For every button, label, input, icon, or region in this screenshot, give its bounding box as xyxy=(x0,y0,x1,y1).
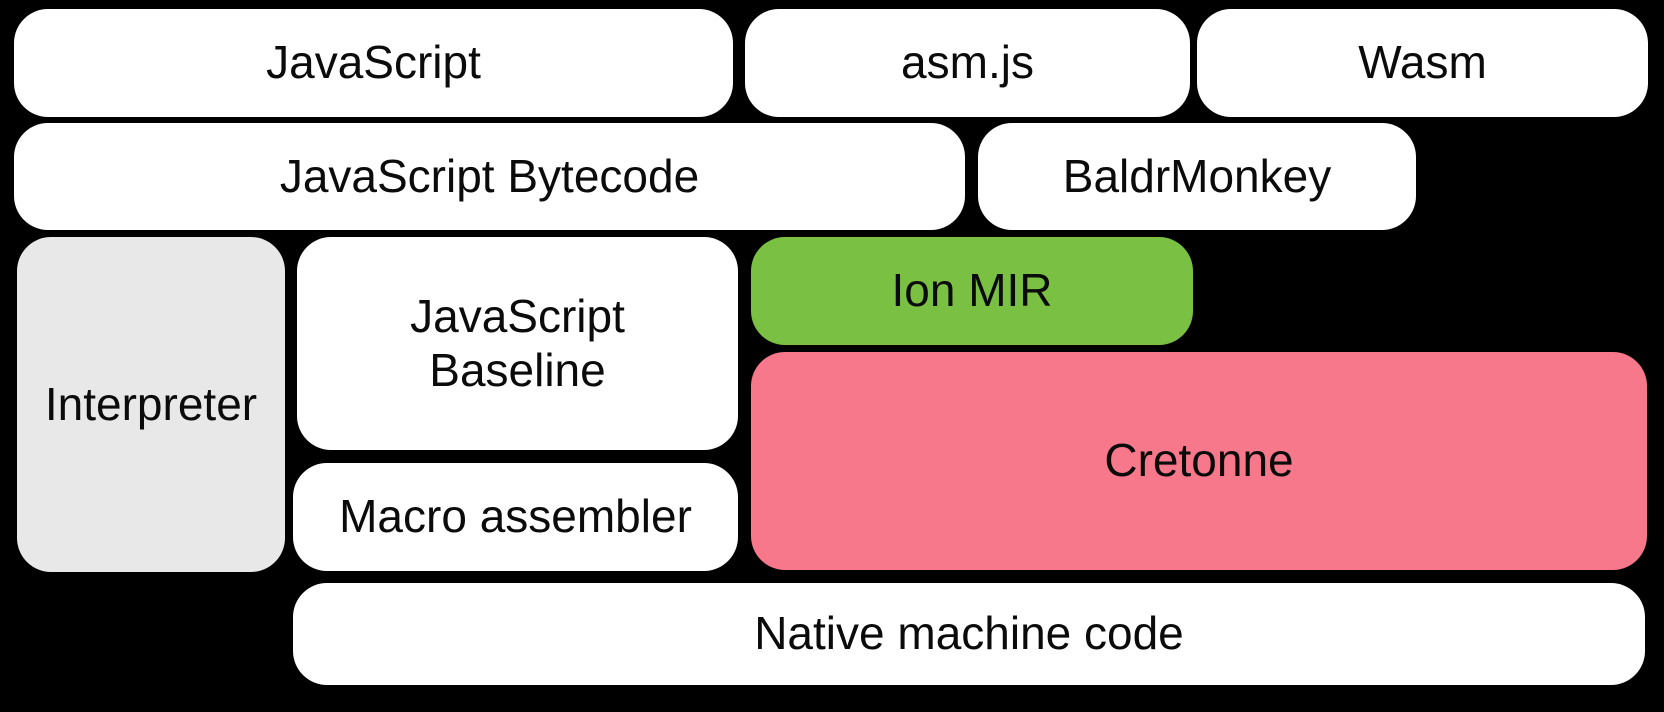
box-cretonne: Cretonne xyxy=(751,352,1647,570)
box-native-machine-code: Native machine code xyxy=(293,583,1645,685)
box-wasm: Wasm xyxy=(1197,9,1648,117)
box-baldrmonkey: BaldrMonkey xyxy=(978,123,1416,230)
box-javascript-baseline: JavaScript Baseline xyxy=(297,237,738,450)
box-javascript: JavaScript xyxy=(14,9,733,117)
box-macro-assembler: Macro assembler xyxy=(293,463,738,571)
box-interpreter: Interpreter xyxy=(17,237,285,572)
box-ion-mir: Ion MIR xyxy=(751,237,1193,345)
box-javascript-bytecode: JavaScript Bytecode xyxy=(14,123,965,230)
box-asmjs: asm.js xyxy=(745,9,1190,117)
